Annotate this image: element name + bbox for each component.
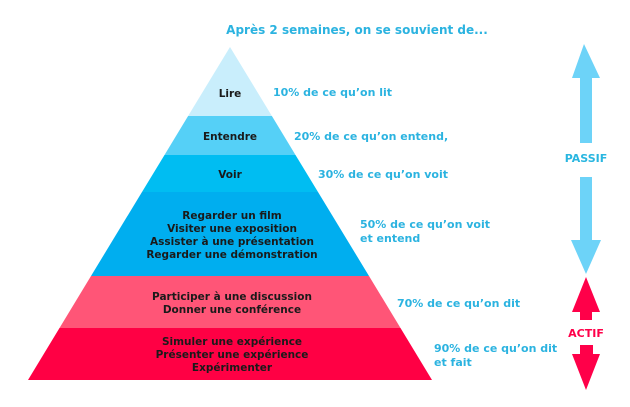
arrow-down-icon (571, 177, 601, 274)
level-label: Lire (219, 88, 242, 100)
pyramid-level-participer (59, 276, 401, 328)
pyramid-level-entendre (164, 116, 296, 155)
level-label: Donner une conférence (163, 304, 301, 316)
level-label: Présenter une expérience (156, 349, 309, 361)
arrow-up-icon (572, 44, 600, 143)
arrow-up-icon (572, 277, 600, 320)
passive-arrows: PASSIF (565, 44, 608, 274)
pyramid-labels: Lire Entendre Voir Regarder un film Visi… (146, 88, 317, 374)
level-label: Regarder une démonstration (146, 249, 317, 261)
level-label: Simuler une expérience (162, 336, 302, 348)
retention-label: 10% de ce qu’on lit (273, 86, 392, 99)
retention-label: 20% de ce qu’on entend, (294, 130, 448, 143)
active-label: ACTIF (568, 327, 604, 340)
pyramid (28, 47, 432, 380)
passive-label: PASSIF (565, 152, 608, 165)
level-label: Participer à une discussion (152, 291, 312, 303)
arrow-down-icon (572, 345, 600, 390)
pyramid-level-voir (142, 155, 318, 192)
retention-label: et fait (434, 356, 472, 369)
retention-label: 70% de ce qu’on dit (397, 297, 520, 310)
active-arrows: ACTIF (568, 277, 604, 390)
retention-label: et entend (360, 232, 420, 245)
retention-label: 30% de ce qu’on voit (318, 168, 448, 181)
level-label: Voir (218, 169, 242, 181)
level-label: Visiter une exposition (167, 223, 297, 235)
level-label: Assister à une présentation (150, 236, 314, 248)
retention-label: 50% de ce qu’on voit (360, 218, 490, 231)
pyramid-level-lire (188, 47, 272, 116)
retention-labels: 10% de ce qu’on lit 20% de ce qu’on ente… (273, 86, 557, 369)
level-label: Entendre (203, 131, 257, 143)
pyramid-level-regarder (91, 192, 369, 276)
pyramid-level-simuler (28, 328, 432, 380)
level-label: Expérimenter (192, 362, 273, 374)
retention-label: 90% de ce qu’on dit (434, 342, 557, 355)
level-label: Regarder un film (182, 210, 281, 222)
diagram-title: Après 2 semaines, on se souvient de... (226, 23, 488, 37)
